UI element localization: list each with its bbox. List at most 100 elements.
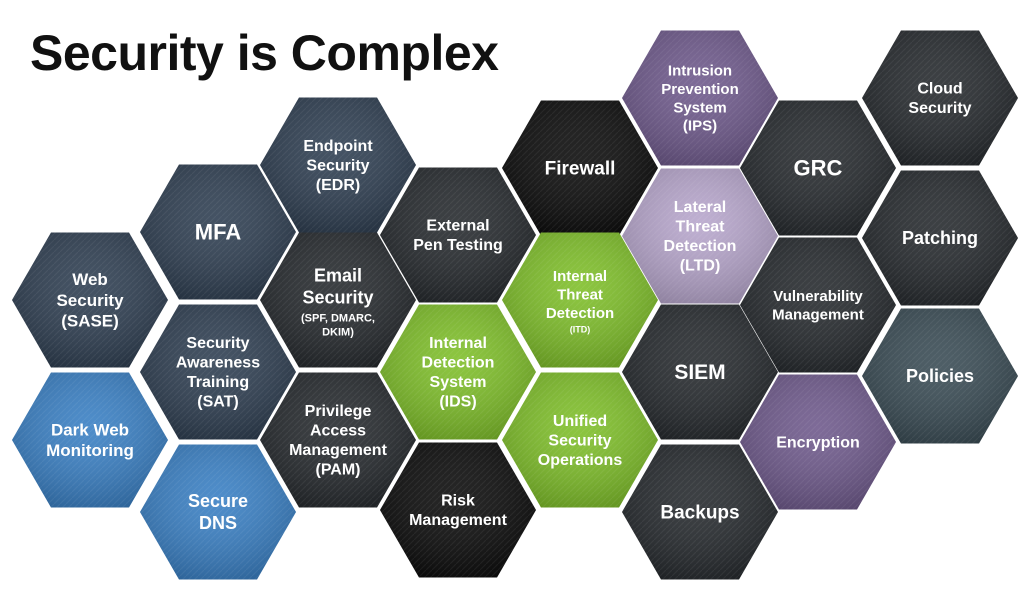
hex-texture xyxy=(12,372,168,508)
hex-label-line: Policies xyxy=(906,366,974,386)
hex-texture xyxy=(260,372,416,508)
hex-texture xyxy=(622,444,778,580)
hex-texture xyxy=(862,30,1018,166)
hex-label-line: Cloud xyxy=(917,81,962,98)
hex-mfa: MFA xyxy=(140,164,296,300)
hex-label-line: (PAM) xyxy=(315,462,360,479)
hex-label-line: Unified xyxy=(553,413,607,430)
hex-label-line: Operations xyxy=(538,452,623,469)
hex-label-line: Detection xyxy=(664,238,737,255)
hex-label-line: (SASE) xyxy=(61,312,119,331)
hex-texture xyxy=(140,304,296,440)
hex-label-line: Dark Web xyxy=(51,420,129,439)
hex-texture xyxy=(862,308,1018,444)
hex-label-line: External xyxy=(426,218,489,235)
hex-label-line: Firewall xyxy=(545,159,616,180)
hex-label-line: Threat xyxy=(557,287,603,304)
hex-label-line: MFA xyxy=(195,220,242,245)
hex-firewall: Firewall xyxy=(502,100,658,236)
hex-label-line: Security xyxy=(56,291,124,310)
hex-label-line: Backups xyxy=(660,503,739,524)
hex-encryption: Encryption xyxy=(740,374,896,510)
hex-label-line: Awareness xyxy=(176,355,260,372)
hex-sublabel-line: (SPF, DMARC, xyxy=(301,313,375,325)
hex-label-line: System xyxy=(673,99,726,116)
hex-label-line: Secure xyxy=(188,491,248,511)
hex-label-line: (EDR) xyxy=(316,177,360,194)
hex-label-line: Security xyxy=(908,100,971,117)
hex-label-line: Security xyxy=(306,158,369,175)
hex-label-line: System xyxy=(430,374,487,391)
hex-label-line: Endpoint xyxy=(303,138,373,155)
hex-policies: Policies xyxy=(862,308,1018,444)
hex-label-line: Detection xyxy=(546,305,614,322)
hex-texture xyxy=(380,167,536,303)
hex-patching: Patching xyxy=(862,170,1018,306)
hex-label-line: Patching xyxy=(902,228,978,248)
hex-texture xyxy=(862,170,1018,306)
hex-texture xyxy=(380,442,536,578)
hex-texture xyxy=(502,232,658,368)
hex-texture xyxy=(622,30,778,166)
hex-label-line: (LTD) xyxy=(680,258,721,275)
hex-label-line: Management xyxy=(409,512,507,529)
hex-sublabel-line: (ITD) xyxy=(570,325,591,335)
hex-siem: SIEM xyxy=(622,304,778,440)
hex-label-line: (SAT) xyxy=(197,394,238,411)
page-title: Security is Complex xyxy=(30,25,499,81)
hex-label-line: Detection xyxy=(422,355,495,372)
hex-backups: Backups xyxy=(622,444,778,580)
hex-texture xyxy=(740,374,896,510)
hex-label-line: Internal xyxy=(553,268,607,285)
hex-texture xyxy=(380,304,536,440)
hex-grc: GRC xyxy=(740,100,896,236)
hex-label-line: Training xyxy=(187,374,249,391)
hex-label-line: Security xyxy=(548,433,611,450)
hex-label-line: Monitoring xyxy=(46,441,134,460)
hex-label-line: Email xyxy=(314,265,362,285)
hex-sublabel-line: DKIM) xyxy=(322,326,354,338)
hex-label-line: GRC xyxy=(794,156,843,181)
hex-label-line: Prevention xyxy=(661,81,739,98)
hex-label-line: Internal xyxy=(429,335,487,352)
hex-texture xyxy=(260,232,416,368)
hex-label-line: SIEM xyxy=(674,361,725,384)
hex-label-line: Threat xyxy=(676,219,726,236)
hex-label-line: Security xyxy=(302,287,373,307)
hex-texture xyxy=(622,304,778,440)
hex-label-line: Vulnerability xyxy=(773,288,863,305)
hex-texture xyxy=(502,372,658,508)
hex-label-line: Web xyxy=(72,270,108,289)
hex-label-line: Management xyxy=(289,442,387,459)
hex-texture xyxy=(622,168,778,304)
hex-texture xyxy=(502,100,658,236)
hex-label-line: (IDS) xyxy=(439,394,476,411)
hex-texture xyxy=(140,164,296,300)
hex-label-line: DNS xyxy=(199,513,237,533)
hex-label-line: Access xyxy=(310,423,366,440)
hex-texture xyxy=(12,232,168,368)
hex-label-line: (IPS) xyxy=(683,118,717,135)
hex-label-line: Privilege xyxy=(305,403,372,420)
hex-label-line: Encryption xyxy=(776,435,860,452)
hex-label-line: Management xyxy=(772,306,864,323)
hex-label-line: Security xyxy=(186,335,249,352)
hex-label-line: Lateral xyxy=(674,199,726,216)
hex-texture xyxy=(140,444,296,580)
